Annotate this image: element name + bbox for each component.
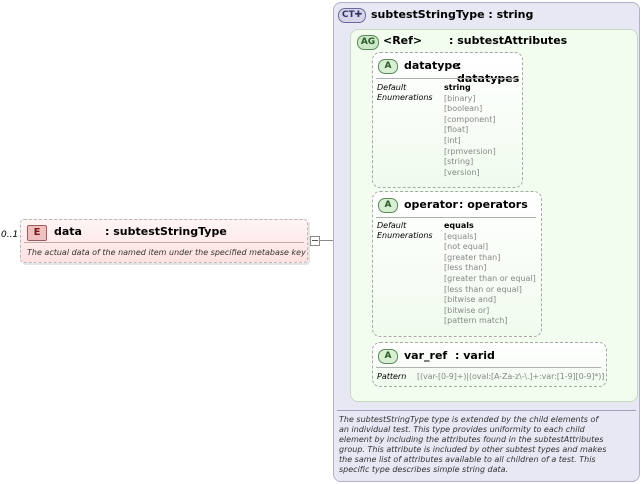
facet-label-enumerations: Enumerations xyxy=(377,93,433,102)
attribute-name: var_ref xyxy=(404,349,448,362)
enum-value: [greater than or equal] xyxy=(444,273,536,283)
attribute-name: datatype xyxy=(404,59,460,72)
attribute-var-ref-box[interactable]: A var_ref : varid Pattern [(var-[0-9]+)|… xyxy=(372,342,607,387)
attribute-name: operator xyxy=(404,198,458,211)
separator xyxy=(376,217,536,218)
connector-line xyxy=(320,240,333,241)
collapse-toggle[interactable] xyxy=(310,236,320,246)
element-type: : subtestStringType xyxy=(105,225,227,238)
enum-value: [bitwise and] xyxy=(444,295,497,305)
complex-type-documentation: The subtestStringType type is extended b… xyxy=(339,415,607,474)
attribute-group-name: : subtestAttributes xyxy=(449,34,568,47)
connector-line xyxy=(306,240,311,241)
enum-value: [component] xyxy=(444,114,496,124)
enum-value: [string] xyxy=(444,157,474,167)
attribute-badge: A xyxy=(378,349,398,364)
enum-value: [rpmversion] xyxy=(444,146,496,156)
enum-value: [not equal] xyxy=(444,242,489,252)
separator xyxy=(376,78,517,79)
enum-value: [pattern match] xyxy=(444,316,508,326)
element-badge: E xyxy=(27,225,47,241)
attribute-type: : datatypes xyxy=(457,59,520,85)
facet-label-enumerations: Enumerations xyxy=(377,231,433,240)
enum-value: [binary] xyxy=(444,93,476,103)
separator xyxy=(376,367,601,368)
enumeration-list: string [binary] [boolean] [component] [f… xyxy=(444,83,496,178)
enum-value: [equals] xyxy=(444,231,477,241)
facet-label-pattern: Pattern xyxy=(377,372,407,381)
element-documentation: The actual data of the named item under … xyxy=(27,248,306,257)
default-value: string xyxy=(444,83,471,92)
element-data-box[interactable]: E data : subtestStringType The actual da… xyxy=(20,219,308,263)
attribute-type: : operators xyxy=(459,198,528,211)
attribute-operator-box[interactable]: A operator : operators Default Enumerati… xyxy=(372,191,542,337)
enum-value: [version] xyxy=(444,167,480,177)
complex-type-badge: CT✚ xyxy=(338,8,366,23)
occurrence-label: 0..1 xyxy=(1,230,19,240)
enumeration-list: equals [equals] [not equal] [greater tha… xyxy=(444,221,536,327)
complex-type-name: subtestStringType : string xyxy=(371,8,534,21)
attribute-datatype-box[interactable]: A datatype : datatypes Default Enumerati… xyxy=(372,52,523,188)
enum-value: [greater than] xyxy=(444,252,501,262)
enum-value: [less than or equal] xyxy=(444,284,522,294)
enum-value: [boolean] xyxy=(444,104,483,114)
default-value: equals xyxy=(444,221,474,230)
separator xyxy=(24,242,304,243)
enum-value: [less than] xyxy=(444,263,487,273)
enum-value: [bitwise or] xyxy=(444,305,490,315)
attribute-badge: A xyxy=(378,198,398,213)
enum-value: [int] xyxy=(444,135,461,145)
plus-icon: ✚ xyxy=(354,10,363,20)
pattern-value: [(var-[0-9]+)|(oval:[A-Za-z\-\.]+:var:[1… xyxy=(417,372,605,381)
facet-label-default: Default xyxy=(377,83,407,92)
attribute-group-badge: AG xyxy=(357,35,379,50)
attribute-badge: A xyxy=(378,59,398,74)
element-name: data xyxy=(54,225,82,238)
attribute-type: : varid xyxy=(455,349,495,362)
separator xyxy=(337,410,636,411)
facet-label-default: Default xyxy=(377,221,407,230)
enum-value: [float] xyxy=(444,125,469,135)
attribute-group-ref: <Ref> xyxy=(383,34,423,47)
